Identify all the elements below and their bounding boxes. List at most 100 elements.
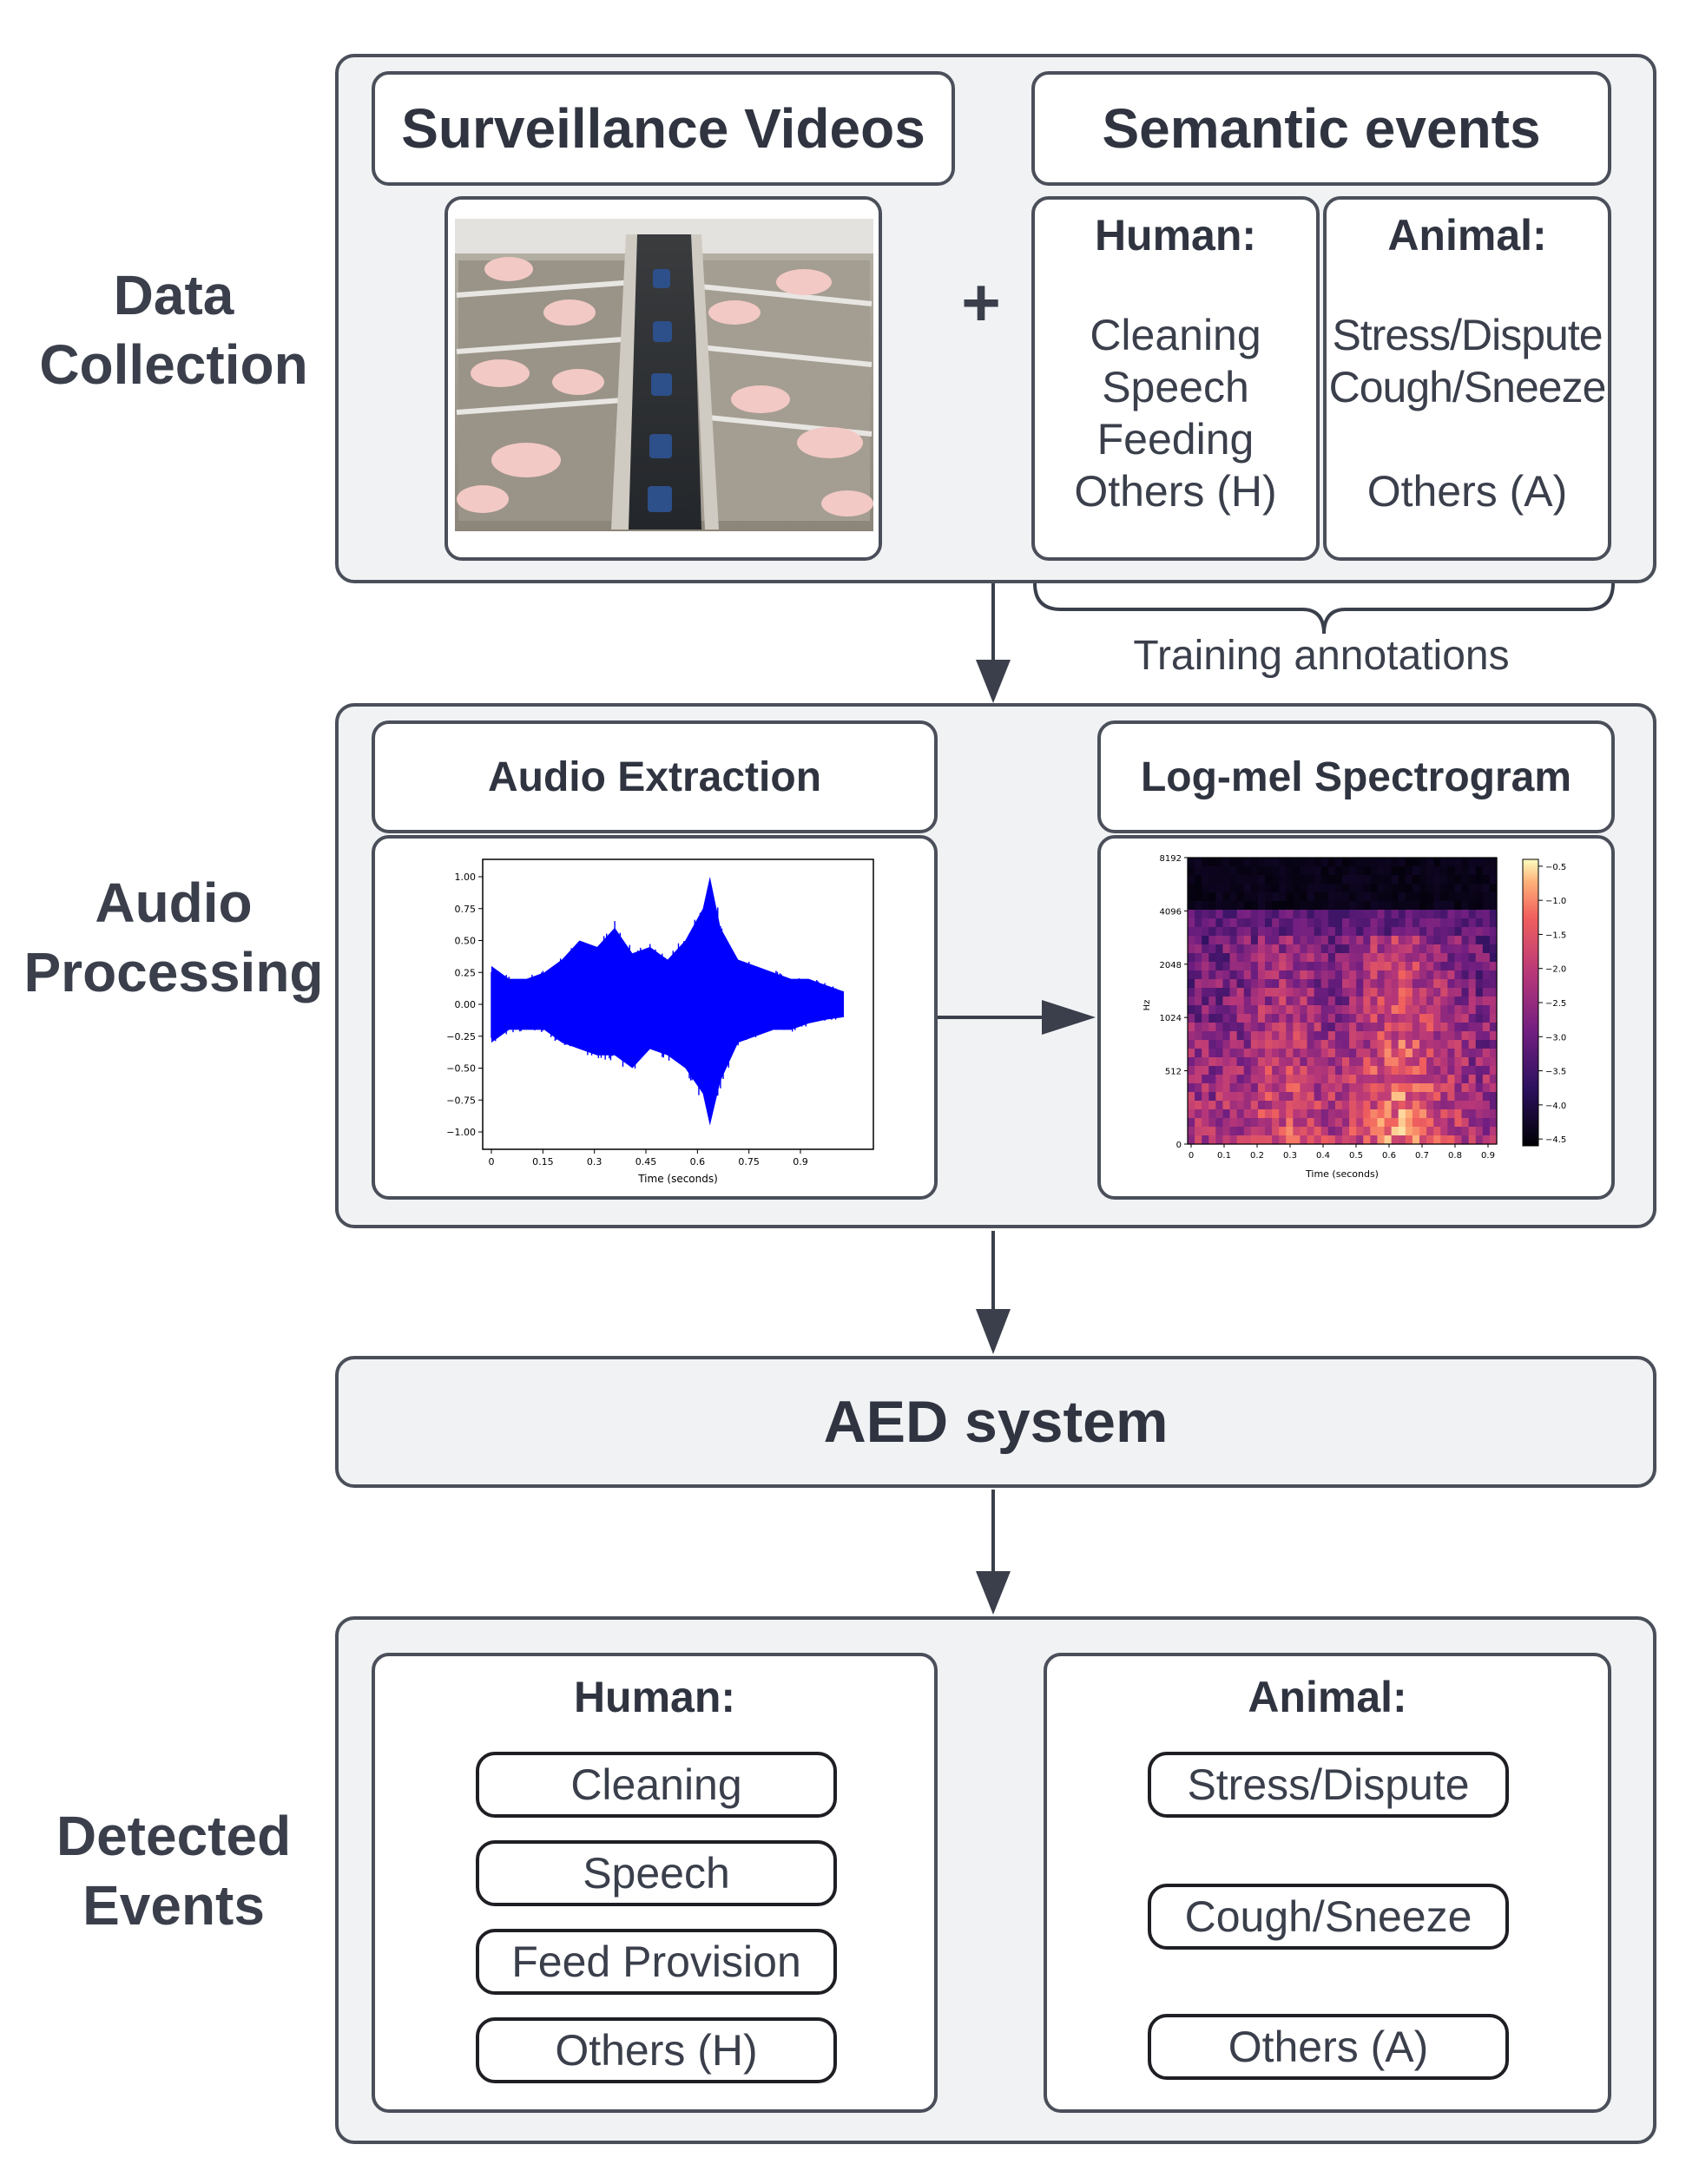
spectrogram-cell (1257, 1066, 1266, 1076)
spectrogram-cell (1475, 927, 1484, 937)
spectrogram-cell (1377, 1109, 1386, 1119)
spectrogram-cell (1419, 858, 1427, 867)
spectrogram-cell (1188, 866, 1195, 876)
spectrogram-cell (1320, 1127, 1329, 1136)
stage-label-line: Detected (56, 1805, 292, 1867)
spectrogram-cell (1468, 1101, 1477, 1110)
spectrogram-cell (1272, 1101, 1280, 1110)
spectrogram-cell (1188, 944, 1195, 954)
spectrogram-cell (1195, 1014, 1202, 1023)
spectrogram-cell (1334, 953, 1343, 963)
spectrogram-cell (1195, 910, 1202, 919)
spectrogram-cell (1405, 1092, 1413, 1102)
spectrogram-cell (1426, 1023, 1434, 1032)
spectrogram-cell (1384, 936, 1393, 945)
spectrogram-cell (1482, 936, 1491, 945)
spectrogram-cell (1412, 918, 1420, 928)
spectrogram-cell (1489, 1057, 1498, 1067)
spectrogram-cell (1391, 979, 1399, 989)
spectrogram-cell (1307, 997, 1315, 1006)
spectrogram-cell (1293, 979, 1301, 989)
spectrogram-cell (1320, 1066, 1329, 1076)
spectrogram-cell (1433, 962, 1441, 971)
spectrogram-cell (1327, 979, 1336, 989)
spectrogram-cell (1384, 1083, 1393, 1093)
spectrogram-cell (1363, 936, 1371, 945)
spectrogram-cell (1461, 1109, 1470, 1119)
spectrogram-cell (1314, 1118, 1322, 1128)
spectrogram-cell (1454, 866, 1463, 876)
spectrogram-cell (1370, 936, 1379, 945)
spectrogram-cell (1419, 944, 1427, 954)
spectrogram-cell (1208, 927, 1216, 937)
spectrogram-cell (1447, 1135, 1456, 1145)
spectrogram-cell (1433, 1049, 1441, 1058)
spectrogram-cell (1433, 970, 1441, 980)
spectrogram-cell (1426, 1083, 1434, 1093)
spectrogram-cell (1286, 892, 1294, 902)
spectrogram-cell (1229, 944, 1238, 954)
spectrogram-cell (1229, 1109, 1238, 1119)
spectrogram-cell (1440, 927, 1448, 937)
spectrogram-cell (1208, 962, 1216, 971)
spectrogram-cell (1257, 1040, 1266, 1049)
spectrogram-cell (1356, 953, 1364, 963)
spectrogram-cell (1370, 858, 1379, 867)
animal-event-item: Others (A) (1366, 467, 1568, 516)
spectrogram-cell (1286, 944, 1294, 954)
spectrogram-cell (1468, 892, 1477, 902)
spectrogram-cell (1222, 858, 1231, 867)
spectrogram-cell (1468, 1005, 1477, 1015)
spectrogram-cell (1257, 1092, 1266, 1102)
spectrogram-cell (1279, 1057, 1287, 1067)
spectrogram-cell (1461, 927, 1470, 937)
spectrogram-cell (1257, 901, 1266, 911)
spectrogram-cell (1356, 927, 1364, 937)
spectrogram-cell (1300, 979, 1308, 989)
spectrogram-cell (1307, 944, 1315, 954)
spectrogram-cell (1307, 858, 1315, 867)
spectrogram-cell (1475, 1040, 1484, 1049)
spectrogram-cell (1370, 944, 1379, 954)
spectrogram-cell (1236, 1118, 1245, 1128)
spectrogram-cell (1440, 1057, 1448, 1067)
spectrogram-cell (1377, 918, 1386, 928)
spectrogram-cell (1398, 962, 1406, 971)
spectrogram-cell (1391, 1101, 1399, 1110)
spectrogram-cell (1236, 1031, 1245, 1041)
spectrogram-cell (1391, 1040, 1399, 1049)
spectrogram-cell (1334, 1135, 1343, 1145)
spectrogram-cell (1265, 918, 1273, 928)
spectrogram-cell (1265, 884, 1273, 893)
spectrogram-cell (1405, 858, 1413, 867)
spectrogram-cell (1468, 988, 1477, 997)
spectrogram-x-tick-label: 0.3 (1283, 1151, 1297, 1161)
waveform-y-tick-label: −0.50 (446, 1063, 476, 1075)
spectrogram-cell (1314, 1135, 1322, 1145)
spectrogram-cell (1202, 1023, 1209, 1032)
spectrogram-cell (1293, 1127, 1301, 1136)
spectrogram-cell (1391, 1135, 1399, 1145)
detected-animal-box: Animal: Stress/Dispute Cough/Sneeze Othe… (1044, 1653, 1611, 2113)
spectrogram-cell (1377, 875, 1386, 885)
spectrogram-cell (1468, 1109, 1477, 1119)
spectrogram-cell (1202, 1057, 1209, 1067)
spectrogram-cell (1377, 997, 1386, 1006)
spectrogram-cell (1342, 1066, 1350, 1076)
spectrogram-cell (1334, 901, 1343, 911)
spectrogram-cell (1257, 858, 1266, 867)
spectrogram-cell (1286, 1014, 1294, 1023)
spectrogram-cell (1349, 1057, 1357, 1067)
spectrogram-cell (1314, 1127, 1322, 1136)
spectrogram-cell (1398, 927, 1406, 937)
spectrogram-cell (1489, 979, 1498, 989)
spectrogram-cell (1391, 875, 1399, 885)
spectrogram-cell (1286, 997, 1294, 1006)
spectrogram-cell (1320, 1005, 1329, 1015)
spectrogram-cell (1236, 962, 1245, 971)
spectrogram-cell (1384, 1049, 1393, 1058)
spectrogram-cell (1440, 892, 1448, 902)
spectrogram-cell (1384, 1057, 1393, 1067)
spectrogram-cell (1327, 1092, 1336, 1102)
